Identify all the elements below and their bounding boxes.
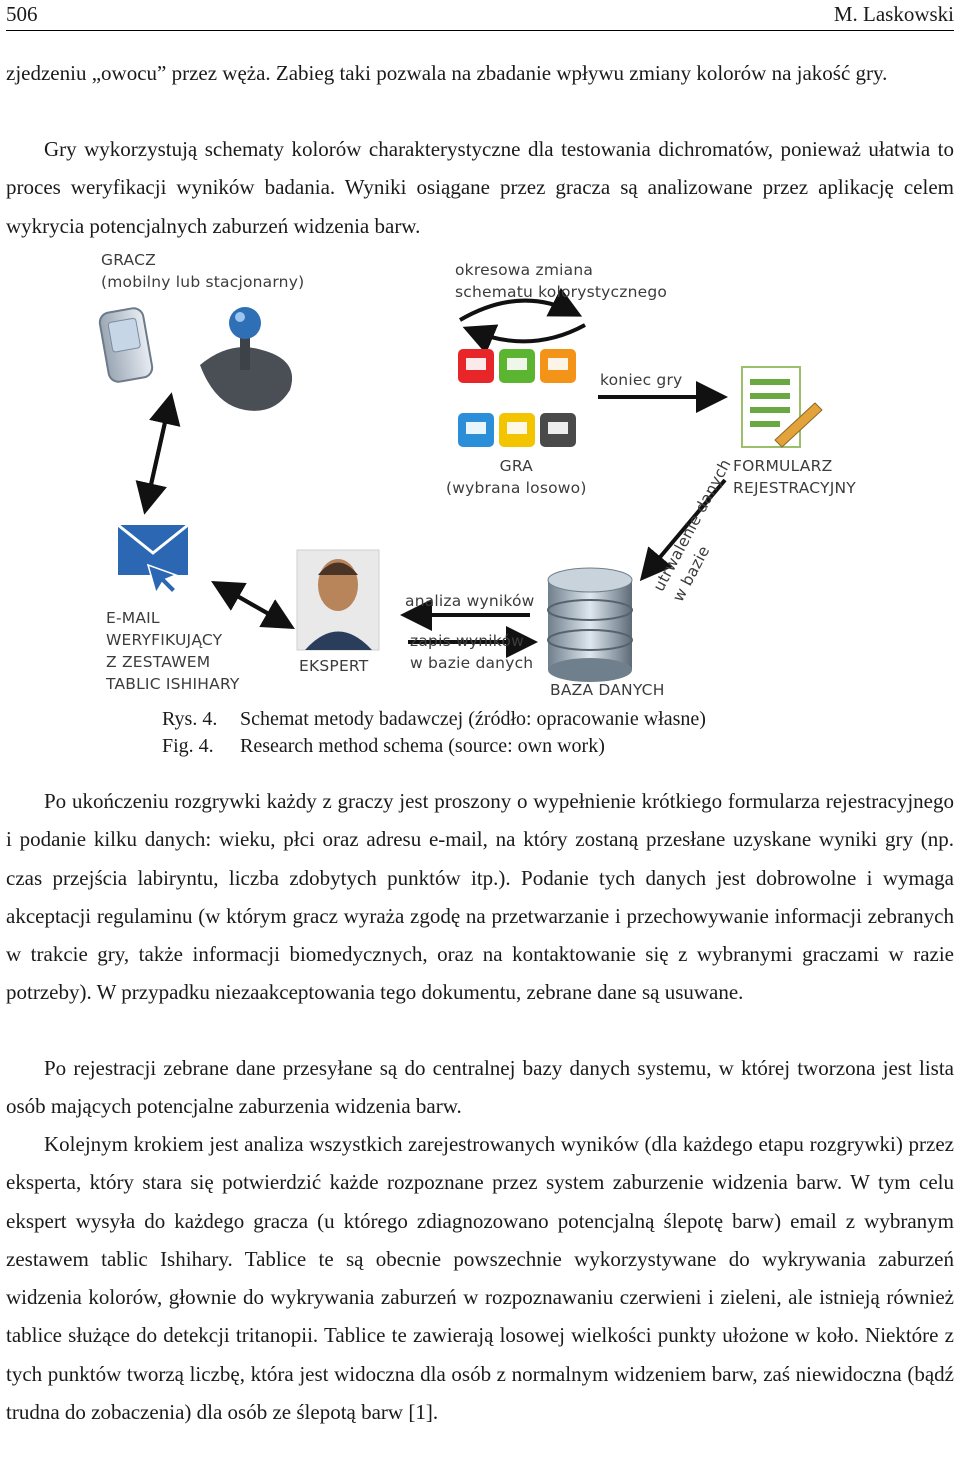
form-icon: [741, 366, 823, 448]
loop-arrow-bottom: [462, 323, 586, 354]
color-change-label: okresowa zmiana schematu kolorystycznego: [455, 261, 668, 301]
research-method-figure: GRACZ (mobilny lub stacjonarny) okresowa…: [0, 245, 960, 705]
expert-label: EKSPERT: [299, 657, 369, 675]
paragraph: Kolejnym krokiem jest analiza wszystkich…: [6, 1132, 954, 1425]
page-header: 506 M. Laskowski: [6, 0, 954, 31]
figure-graphics: [98, 287, 823, 682]
mobile-phone-icon: [98, 307, 154, 383]
arrow-form-db: [639, 478, 727, 582]
registration-form-label: FORMULARZ REJESTRACYJNY: [733, 457, 856, 497]
save-results-label: zapis wyników w bazie danych: [410, 632, 534, 672]
paragraph: Po ukończeniu rozgrywki każdy z graczy j…: [6, 789, 954, 1005]
paragraph: zjedzeniu „owocu” przez węża. Zabieg tak…: [6, 61, 888, 85]
paragraph: Po rejestracji zebrane dane przesyłane s…: [6, 1056, 954, 1119]
verification-email-label: E-MAIL WERYFIKUJĄCY Z ZESTAWEM TABLIC IS…: [106, 609, 240, 693]
analysis-label: analiza wyników: [405, 592, 535, 610]
caption-text: Research method schema (source: own work…: [240, 735, 605, 757]
figure-caption-pl: Rys. 4. Schemat metody badawczej (źródło:…: [162, 708, 706, 731]
paragraph: Gry wykorzystują schematy kolorów charak…: [6, 137, 954, 238]
database-label: BAZA DANYCH: [550, 681, 665, 699]
expert-photo: [296, 549, 380, 651]
email-icon: [117, 523, 189, 595]
running-author: M. Laskowski: [833, 2, 954, 26]
page-number: 506: [6, 2, 38, 26]
loop-arrow-top: [458, 287, 583, 322]
game-icons: [458, 349, 576, 447]
database-icon: [547, 567, 633, 682]
game-label: GRA (wybrana losowo): [446, 457, 587, 497]
figure-caption-en: Fig. 4. Research method schema (source: o…: [162, 735, 605, 758]
game-end-label: koniec gry: [600, 371, 683, 389]
joystick-icon: [200, 307, 293, 411]
caption-text: Schemat metody badawczej (źródło: opraco…: [240, 708, 706, 730]
caption-number: Fig. 4.: [162, 735, 214, 757]
player-label: GRACZ (mobilny lub stacjonarny): [101, 251, 305, 291]
caption-number: Rys. 4.: [162, 708, 218, 730]
